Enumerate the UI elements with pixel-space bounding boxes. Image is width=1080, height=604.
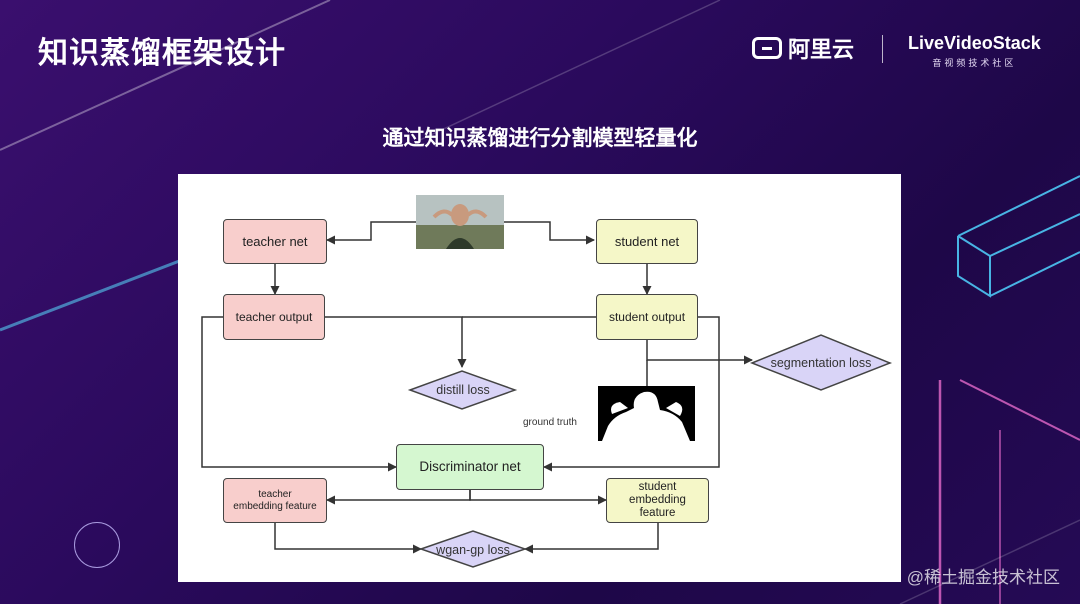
- watermark-text: @稀土掘金技术社区: [906, 568, 1060, 587]
- page-title: 知识蒸馏框架设计: [38, 37, 286, 70]
- edge-disc-to-teacher-embedding: [326, 490, 471, 505]
- edge-student-output-to-disc: [543, 316, 720, 472]
- livevideostack-logo-text: LiveVideoStack: [908, 33, 1041, 53]
- ground-truth-mask: [598, 386, 695, 441]
- edge-student-embedding-to-wgan: [524, 523, 659, 554]
- slide-subtitle: 通过知识蒸馏进行分割模型轻量化: [382, 127, 698, 150]
- edge-student-output-to-seg: [646, 340, 753, 365]
- teacher-output-node: teacher output: [223, 294, 325, 340]
- aliyun-logo-text: 阿里云: [788, 37, 855, 62]
- edge-input-to-student: [504, 221, 595, 245]
- teacher-net-node: teacher net: [223, 219, 327, 264]
- distill-loss-label: distill loss: [436, 383, 490, 397]
- student-net-node: student net: [596, 219, 698, 264]
- edge-teacher-output-to-distill: [325, 316, 467, 368]
- edge-input-to-teacher: [326, 221, 416, 245]
- input-person-illustration: [416, 195, 504, 249]
- livevideostack-logo: LiveVideoStack 音视频技术社区: [908, 33, 1041, 69]
- discriminator-net-node: Discriminator net: [396, 444, 544, 490]
- edge-teacher-embedding-to-wgan: [274, 523, 422, 554]
- livevideostack-logo-subtext: 音视频技术社区: [932, 58, 1017, 68]
- aliyun-logo: 阿里云: [752, 34, 854, 62]
- diagram-connectors: [201, 221, 893, 568]
- ground-truth-label: ground truth: [523, 417, 577, 428]
- teacher-embedding-feature-node: teacher embedding feature: [223, 478, 327, 523]
- input-image: [416, 195, 504, 249]
- aliyun-logo-icon: [752, 37, 782, 59]
- student-output-node: student output: [596, 294, 698, 340]
- wgan-gp-loss-label: wgan-gp loss: [436, 543, 510, 557]
- wgan-gp-loss-diamond: [418, 530, 528, 568]
- circle-decoration: [74, 522, 120, 568]
- diagram-panel: teacher net student net teacher output s…: [178, 174, 901, 582]
- edge-teacher-output-to-disc: [201, 316, 397, 472]
- distill-loss-diamond: [407, 370, 518, 410]
- ground-truth-silhouette: [598, 386, 695, 441]
- student-embedding-feature-node: student embedding feature: [606, 478, 709, 523]
- logo-divider: [882, 35, 883, 63]
- edge-disc-to-student-embedding: [469, 490, 607, 505]
- segmentation-loss-diamond: [749, 334, 893, 391]
- segmentation-loss-label: segmentation loss: [770, 356, 872, 370]
